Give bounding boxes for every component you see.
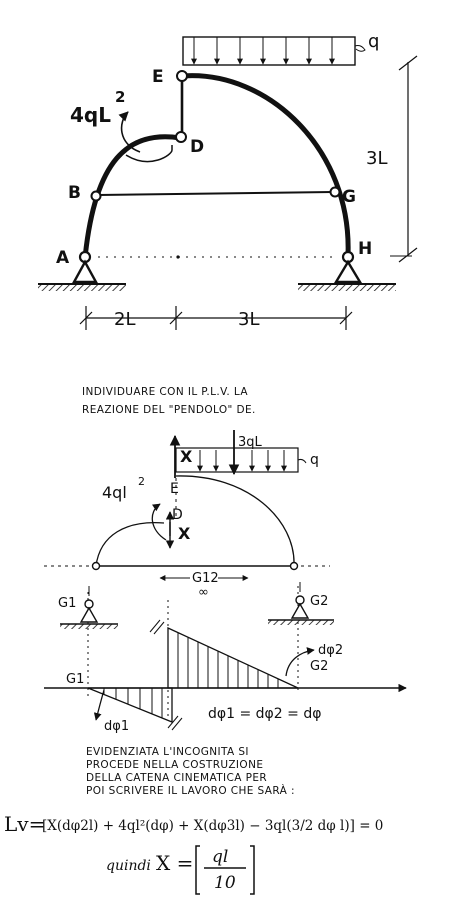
equation-lv-body: [X(dφ2l) + 4ql²(dφ) + X(dφ3l) − 3ql(3/2 …: [42, 818, 383, 834]
hinge-b: [90, 190, 102, 202]
note-line-2: PROCEDE NELLA COSTRUZIONE: [86, 759, 263, 771]
displacement-triangle-left: [87, 687, 173, 723]
equation-x-numerator: ql: [212, 847, 228, 867]
distributed-load-top: [182, 36, 366, 66]
instruction-text: INDIVIDUARE CON IL P.L.V. LA REAZIONE DE…: [82, 386, 256, 416]
label-dphi1: dφ1: [104, 719, 129, 734]
label-height-dim: 3L: [366, 148, 387, 169]
label-dim-left: 2L: [114, 309, 135, 330]
label-g1-diagram: G1: [66, 672, 84, 687]
label-dphi-relation: dφ1 = dφ2 = dφ: [208, 706, 321, 722]
equation-lv-label: Lv=: [4, 812, 45, 836]
rotation-arrow-dphi2: [285, 647, 315, 677]
equation-x-denominator: 10: [214, 873, 236, 893]
hinge-e: [176, 70, 188, 82]
label-dim-right: 3L: [238, 309, 259, 330]
instruction-line-1: INDIVIDUARE CON IL P.L.V. LA: [82, 386, 248, 398]
label-node-d: D: [190, 137, 204, 157]
equation-x-fraction: ql 10: [195, 845, 255, 895]
support-g2: [268, 582, 334, 625]
label-load-bottom: q: [310, 452, 319, 468]
label-node-h: H: [358, 239, 372, 259]
tie-b-g: [97, 191, 334, 196]
bottom-arch-d-g1: [95, 521, 165, 567]
bottom-kinematic-figure: X 3qL q E 4ql 2 D X G12 ∞ G1 G2 G1 G2 dφ…: [44, 430, 407, 734]
equations: Lv= [X(dφ2l) + 4ql²(dφ) + X(dφ3l) − 3ql(…: [4, 812, 383, 895]
moment-arrow-top: [118, 111, 141, 153]
top-frame-figure: E D B G A H 4qL 2 q 3L 2L 3L: [38, 31, 418, 330]
hatch-lines: [103, 633, 279, 718]
label-g2: G2: [310, 594, 328, 609]
label-g12: G12: [192, 571, 219, 586]
bottom-arch-e-g2: [175, 475, 295, 567]
height-dimension: [390, 55, 418, 263]
support-g1: [60, 586, 118, 629]
label-node-e-bottom: E: [170, 481, 179, 497]
label-node-d-bottom: D: [172, 507, 183, 523]
label-node-a: A: [56, 248, 70, 268]
label-g2-diagram: G2: [310, 659, 328, 674]
label-node-g: G: [342, 187, 356, 207]
label-moment-top: 4qL: [70, 103, 111, 127]
note-line-3: DELLA CATENA CINEMATICA PER: [86, 772, 267, 784]
hinge-bottom-right: [289, 561, 299, 571]
label-load-top: q: [368, 31, 379, 52]
equation-quindi: quindi: [106, 858, 151, 874]
arch-member-e-h: [182, 73, 351, 256]
label-moment-bottom-exp: 2: [138, 475, 145, 488]
label-g1: G1: [58, 596, 76, 611]
label-dphi2: dφ2: [318, 643, 343, 658]
label-moment-top-exp: 2: [115, 88, 125, 106]
support-a: [38, 250, 126, 291]
instruction-line-2: REAZIONE DEL "PENDOLO" DE.: [82, 404, 256, 416]
label-node-b: B: [68, 183, 81, 203]
label-unknown-mid: X: [178, 524, 191, 543]
note-line-1: EVIDENZIATA L'INCOGNITA SI: [86, 746, 249, 758]
label-infinity: ∞: [198, 585, 209, 600]
note-line-4: POI SCRIVERE IL LAVORO CHE SARÀ :: [86, 784, 295, 797]
hinge-bottom-left: [91, 561, 101, 571]
arch-member-d-a: [82, 134, 181, 259]
label-unknown-top: X: [180, 447, 193, 466]
hinge-d: [175, 131, 187, 143]
moment-shape-d: [125, 145, 173, 163]
equation-x-label: X =: [156, 851, 193, 875]
distributed-load-bottom: [169, 430, 307, 478]
notes-text: EVIDENZIATA L'INCOGNITA SI PROCEDE NELLA…: [86, 746, 295, 797]
moment-arrow-bottom: [151, 503, 167, 541]
span-dimension: [79, 306, 353, 330]
displacement-triangle-right: [167, 626, 299, 689]
label-node-e: E: [152, 67, 164, 87]
label-resultant: 3qL: [238, 435, 263, 450]
label-moment-bottom: 4ql: [102, 483, 127, 502]
hinge-g: [329, 186, 341, 198]
rotation-arrow-dphi1: [93, 689, 105, 721]
support-h: [298, 250, 396, 291]
